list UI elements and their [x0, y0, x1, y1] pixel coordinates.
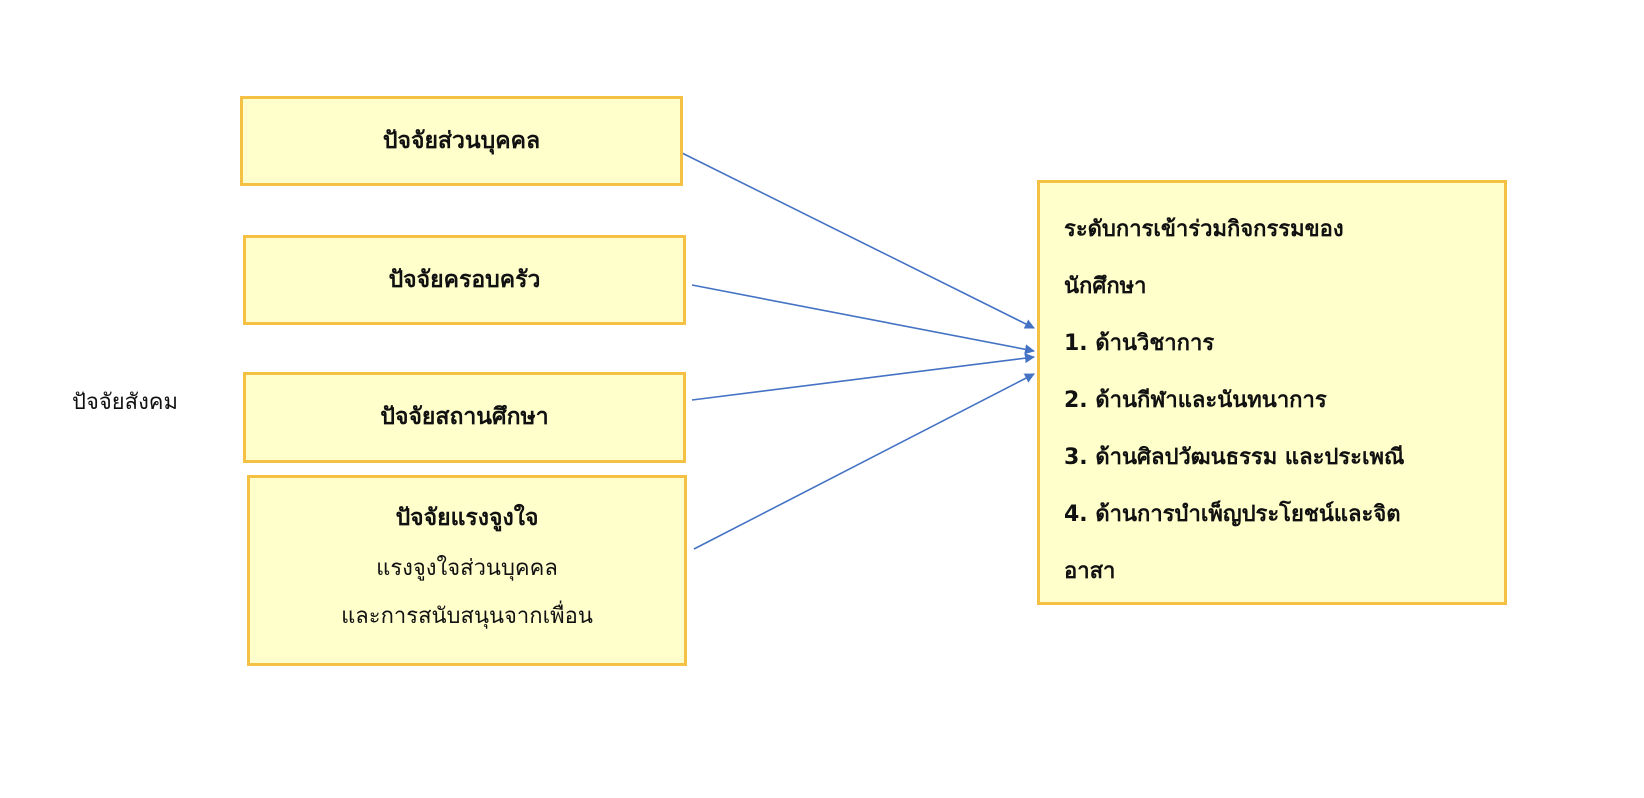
factor-box-motivation: ปัจจัยแรงจูงใจ แรงจูงใจส่วนบุคคล และการส… [247, 475, 687, 666]
outcome-line: 4. ด้านการบำเพ็ญประโยชน์และจิต [1064, 502, 1401, 527]
outcome-line: ระดับการเข้าร่วมกิจกรรมของ [1064, 217, 1344, 242]
arrow-personal [679, 151, 1034, 329]
arrow-motivation [693, 373, 1034, 550]
factor-box-school: ปัจจัยสถานศึกษา [243, 372, 686, 463]
factor-title: ปัจจัยแรงจูงใจ [395, 505, 539, 531]
outcome-line: 3. ด้านศิลปวัฒนธรรม และประเพณี [1064, 445, 1405, 470]
factor-title: ปัจจัยส่วนบุคคล [382, 128, 541, 154]
factor-detail-line: และการสนับสนุนจากเพื่อน [341, 604, 593, 629]
outcome-line: อาสา [1064, 559, 1116, 584]
outcome-box: ระดับการเข้าร่วมกิจกรรมของ นักศึกษา 1. ด… [1037, 180, 1507, 605]
factor-detail: แรงจูงใจส่วนบุคคล และการสนับสนุนจากเพื่อ… [250, 554, 684, 632]
factor-box-personal: ปัจจัยส่วนบุคคล [240, 96, 683, 186]
factor-box-family: ปัจจัยครอบครัว [243, 235, 686, 325]
factor-title: ปัจจัยครอบครัว [388, 267, 541, 293]
factor-title: ปัจจัยสถานศึกษา [380, 404, 549, 430]
factor-detail-line: แรงจูงใจส่วนบุคคล [376, 556, 558, 581]
outcome-line: 1. ด้านวิชาการ [1064, 331, 1215, 356]
arrow-family [691, 284, 1034, 351]
outcome-line: 2. ด้านกีฬาและนันทนาการ [1064, 388, 1327, 413]
outcome-line: นักศึกษา [1064, 274, 1147, 299]
arrow-school [691, 357, 1034, 401]
social-factor-label: ปัจจัยสังคม [72, 390, 179, 415]
